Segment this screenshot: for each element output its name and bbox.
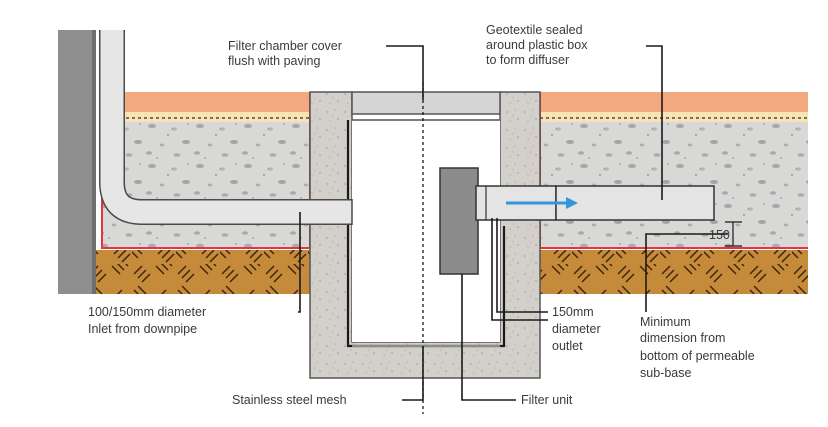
label-inlet-line1: 100/150mm diameter <box>88 305 206 319</box>
label-minimum-line2: dimension from <box>640 331 725 345</box>
label-minimum-line1: Minimum <box>640 315 691 329</box>
leader-filter-unit <box>461 274 516 401</box>
label-minimum-dimension: Minimum dimension from bottom of permeab… <box>640 315 758 380</box>
leader-outlet <box>491 218 548 321</box>
paving-layer-left <box>102 92 310 112</box>
leader-geotextile <box>646 45 663 200</box>
ground-strata <box>82 92 808 294</box>
leader-lines <box>298 45 728 401</box>
inlet-pipe-fill <box>100 30 352 224</box>
dimension-value: 150 <box>709 228 730 242</box>
label-minimum-line3: bottom of permeable <box>640 349 755 363</box>
label-outlet: 150mm diameter outlet <box>552 305 604 353</box>
subgrade-right <box>540 250 808 294</box>
label-filter-cover-line2: flush with paving <box>228 54 320 68</box>
label-inlet-line2: Inlet from downpipe <box>88 322 197 336</box>
permeable-subbase-left <box>102 122 310 248</box>
label-outlet-line2: diameter <box>552 322 601 336</box>
leader-cover <box>386 45 424 100</box>
permeable-subbase-right <box>540 122 808 248</box>
leader-outlet-2 <box>496 218 548 313</box>
label-filter-unit: Filter unit <box>521 393 573 407</box>
label-outlet-line1: 150mm <box>552 305 594 319</box>
bedding-layer-right <box>540 112 808 122</box>
bedding-layer-left <box>102 112 310 122</box>
paving-layer-right <box>540 92 808 112</box>
filter-unit <box>439 167 479 275</box>
label-inlet: 100/150mm diameter Inlet from downpipe <box>88 305 210 336</box>
label-geotextile: Geotextile sealed around plastic box to … <box>486 23 591 67</box>
subgrade-left <box>82 250 310 294</box>
label-geotextile-line1: Geotextile sealed <box>486 23 583 37</box>
filter-chamber <box>309 82 541 414</box>
leader-mesh <box>402 346 424 401</box>
chamber-cover <box>351 91 501 115</box>
label-outlet-line3: outlet <box>552 339 583 353</box>
building-wall-face <box>92 30 96 294</box>
label-geotextile-line3: to form diffuser <box>486 53 569 67</box>
label-minimum-line4: sub-base <box>640 366 691 380</box>
diffuser-box <box>555 185 715 221</box>
dimension-marker: 150 <box>709 221 742 247</box>
leader-inlet <box>298 212 301 313</box>
label-stainless-steel-mesh: Stainless steel mesh <box>232 393 347 407</box>
label-filter-cover-line1: Filter chamber cover <box>228 39 342 53</box>
label-filter-cover: Filter chamber cover flush with paving <box>228 39 345 68</box>
building-wall <box>58 30 96 294</box>
leader-minimum <box>645 233 728 312</box>
label-geotextile-line2: around plastic box <box>486 38 588 52</box>
flow-arrow-head <box>566 197 578 209</box>
